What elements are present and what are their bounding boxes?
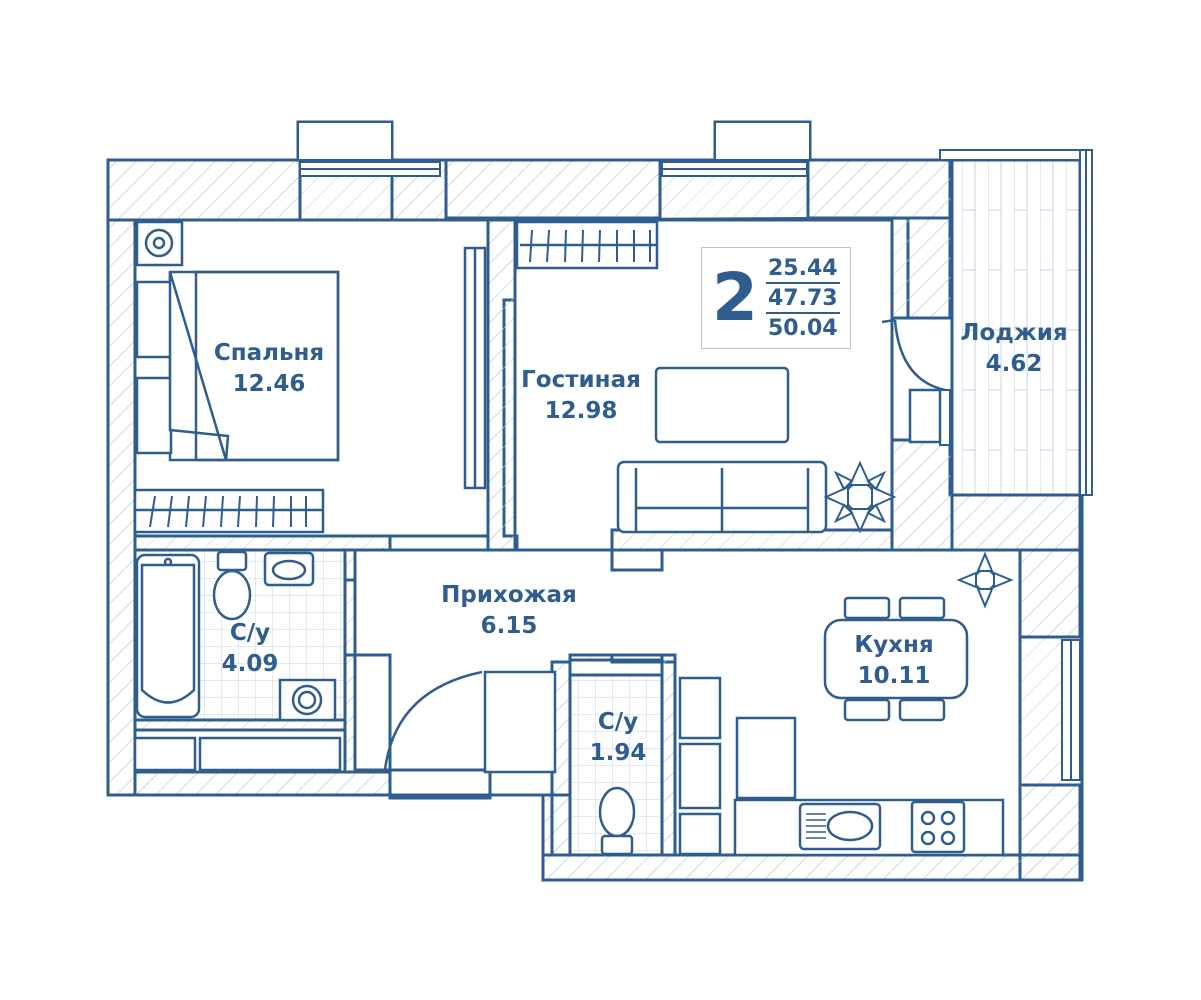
- plant-icon: [956, 551, 1014, 609]
- room-label-bathroom: С/у 4.09: [221, 620, 279, 677]
- total-area: 47.73: [768, 286, 838, 311]
- total-with-loggia: 50.04: [768, 316, 838, 341]
- toilet: [216, 550, 248, 572]
- furniture: [133, 220, 1014, 857]
- stove: [910, 800, 966, 854]
- wall-bands: [106, 158, 1082, 882]
- living-area: 25.44: [768, 256, 838, 281]
- plant-icon: [823, 460, 897, 534]
- room-label-living: Гостиная 12.98: [521, 367, 641, 424]
- apartment-summary: 2 25.44 47.73 50.04: [701, 247, 851, 349]
- room-label-kitchen: Кухня 10.11: [854, 632, 934, 689]
- dining-table: [823, 618, 969, 700]
- toilet: [598, 786, 636, 838]
- doors: [383, 318, 946, 774]
- rooms-count: 2: [712, 259, 758, 336]
- windows: [297, 121, 1093, 781]
- room-label-bedroom: Спальня 12.46: [213, 340, 325, 397]
- room-label-hall: Прихожая 6.15: [441, 582, 577, 639]
- room-label-wc: С/у 1.94: [589, 709, 647, 766]
- room-label-loggia: Лоджия 4.62: [960, 320, 1068, 377]
- coffee-table: [654, 366, 790, 444]
